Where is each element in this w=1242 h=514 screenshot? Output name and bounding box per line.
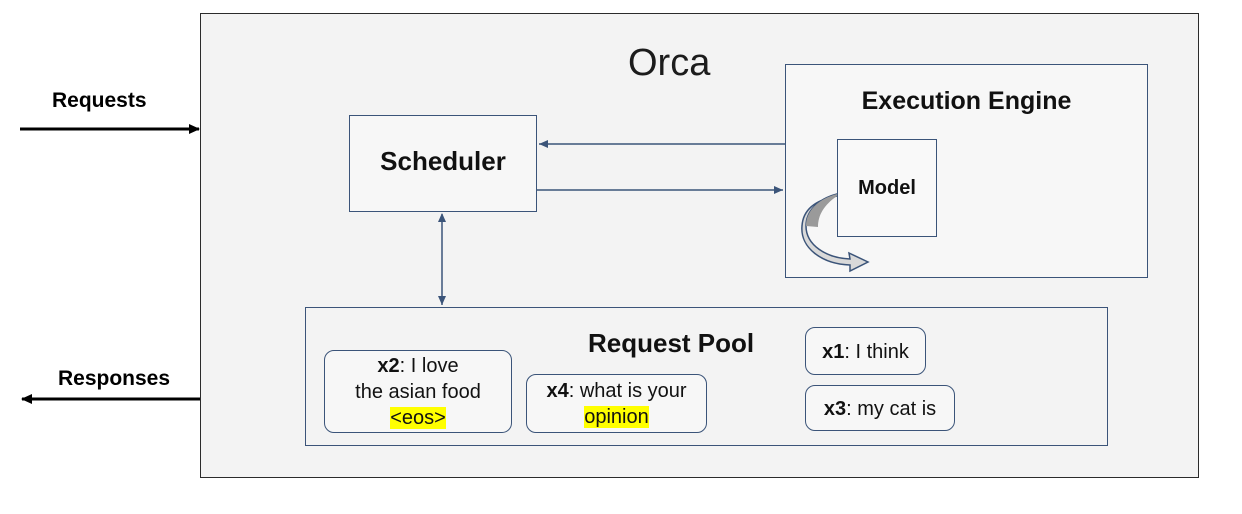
request-id: x4 <box>546 380 569 402</box>
orca-title: Orca <box>628 42 711 84</box>
eos-token: <eos> <box>390 407 446 429</box>
request-id: x1 <box>822 341 845 363</box>
request-id: x3 <box>823 398 847 420</box>
request-separator: : <box>844 341 856 363</box>
requests-label: Requests <box>52 89 147 112</box>
request-text: I love <box>410 355 459 377</box>
request-text: what is your <box>579 380 687 402</box>
request-separator: : <box>568 380 580 402</box>
scheduler-label: Scheduler <box>380 146 506 176</box>
request-pool-label: Request Pool <box>588 328 755 358</box>
request-item-x2: x2: I love the asian food <eos> <box>324 350 512 433</box>
request-text: I think <box>855 341 909 363</box>
request-id: x2 <box>377 355 400 377</box>
request-text: my cat is <box>857 398 937 420</box>
model-label: Model <box>858 177 916 199</box>
request-item-x4: x4: what is your opinion <box>526 374 707 433</box>
request-item-x1: x1: I think <box>805 327 926 375</box>
responses-label: Responses <box>58 367 171 390</box>
request-separator: : <box>846 398 858 420</box>
scheduler-box <box>349 115 537 212</box>
execution-engine-label: Execution Engine <box>861 87 1072 115</box>
request-item-x3: x3: my cat is <box>805 385 955 431</box>
generated-token: opinion <box>584 406 649 428</box>
request-text: the asian food <box>355 381 481 403</box>
request-separator: : <box>399 355 411 377</box>
